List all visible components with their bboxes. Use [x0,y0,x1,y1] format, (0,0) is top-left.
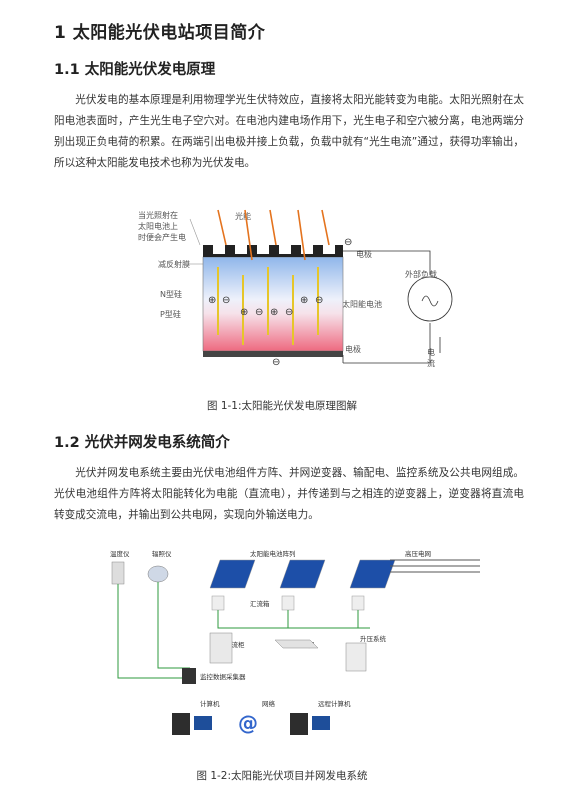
section-1-1-text: 光伏发电的基本原理是利用物理学光生伏特效应，直接将太阳光能转变为电能。太阳光照射… [54,94,524,169]
inverter-icon [274,639,319,649]
light-label: 光能 [235,211,251,221]
solar-cell-body [202,256,344,352]
grid-system-diagram: 温度仪 辐照仪 太阳能电池阵列 高压电网 汇流箱 直流柜 逆变器 升压系统 监控… [110,549,480,735]
figure-2-caption: 图 1-2:太阳能光伏项目并网发电系统 [196,770,368,782]
hv-grid-lines [390,559,480,573]
thermometer-icon [111,561,125,585]
boost-cabinet-icon [345,642,367,672]
figure-1-caption: 图 1-1:太阳能光伏发电原理图解 [206,400,358,412]
bottom-electrode-label: 电极 [345,344,361,354]
irradiance-meter-label: 辐照仪 [152,549,172,558]
ar-film-label: 减反射膜 [158,259,190,269]
combiner-box-icon [211,595,225,611]
page-title: 1 太阳能光伏电站项目简介 [54,23,266,43]
hole-symbol: ⊕ [300,295,308,306]
pyranometer-icon [147,565,169,583]
section-1-2-paragraph: 光伏并网发电系统主要由光伏电池组件方阵、并网逆变器、输配电、监控系统及公共电网组… [54,463,524,526]
electron-symbol: ⊖ [255,307,263,318]
bottom-electrode [203,351,343,357]
combiner-box-label: 汇流箱 [250,599,270,608]
solar-panel-icon [209,559,256,589]
data-collector-icon [182,668,196,684]
electron-symbol: ⊖ [285,307,293,318]
top-minus-symbol: ⊖ [344,237,352,248]
temp-meter-label: 温度仪 [110,549,130,558]
current-label-1: 电 [427,347,435,357]
pv-array-label: 太阳能电池阵列 [250,549,296,558]
monitor-collector-label: 监控数据采集器 [200,672,246,681]
combiner-box-icon [281,595,295,611]
solar-panels [209,559,396,589]
computer-monitor-icon [194,716,212,730]
solar-panel-icon [279,559,326,589]
remote-monitor-icon [312,716,330,730]
remote-tower-icon [290,713,308,735]
n-silicon-label: N型硅 [160,289,182,299]
combiner-boxes [211,595,365,611]
solar-panel-icon [349,559,396,589]
section-1-1-heading: 1.1 太阳能光伏发电原理 [54,62,216,78]
remote-computer-label: 远程计算机 [318,699,351,708]
external-circuit [342,250,431,364]
boost-system-label: 升压系统 [360,634,387,643]
dc-cabinet-icon [209,632,233,664]
filament-icon [421,295,439,307]
top-electrode-label: 电极 [356,249,372,259]
cell-label: 太阳能电池 [342,299,382,309]
section-1-2-heading: 1.2 光伏并网发电系统简介 [54,435,230,451]
contact-gaps [213,245,335,254]
load-bulb-icon [407,276,453,322]
section-1-1-paragraph: 光伏发电的基本原理是利用物理学光生伏特效应，直接将太阳光能转变为电能。太阳光照射… [54,90,524,174]
note-line-3: 时便会产生电 [138,232,186,242]
bottom-minus-symbol: ⊖ [272,357,280,368]
electron-symbol: ⊖ [222,295,230,306]
combiner-box-icon [351,595,365,611]
light-rays [217,209,330,261]
section-1-2-text: 光伏并网发电系统主要由光伏电池组件方阵、并网逆变器、输配电、监控系统及公共电网组… [54,467,524,521]
electron-symbol: ⊖ [315,295,323,306]
carrier-arrows [217,267,319,345]
note-line-2: 太阳电池上 [138,221,178,231]
network-label: 网络 [262,699,276,708]
computer-label: 计算机 [200,699,220,708]
hole-symbol: ⊕ [208,295,216,306]
p-silicon-label: P型硅 [160,309,181,319]
note-leader [189,218,201,246]
computer-tower-icon [172,713,190,735]
hv-grid-label: 高压电网 [405,549,431,558]
current-label-2: 流 [427,358,435,368]
signal-wires [117,582,370,679]
hole-symbol: ⊕ [240,307,248,318]
dc-cabinet-label: 直流柜 [225,640,245,649]
network-at-icon: @ [238,711,258,735]
hole-symbol: ⊕ [270,307,278,318]
weather-sensors [111,561,169,585]
pv-principle-diagram: 当光照射在 太阳电池上 时便会产生电 光能 减反射膜 N型硅 P型硅 太阳能电池… [138,209,453,368]
load-label: 外部负载 [405,269,437,279]
note-line-1: 当光照射在 [138,210,178,220]
